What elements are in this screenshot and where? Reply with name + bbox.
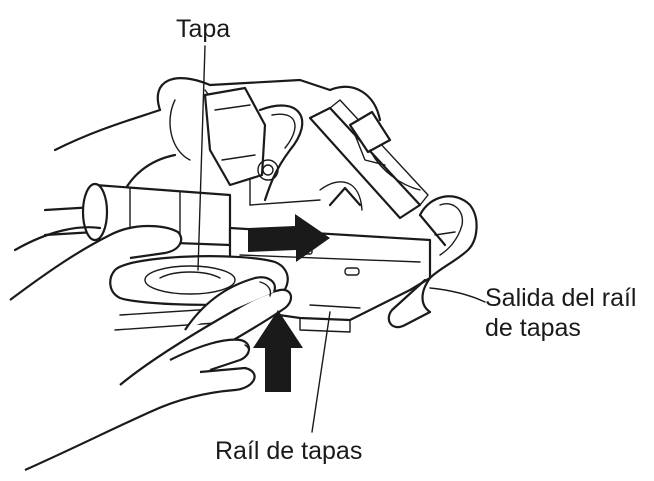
rail-exit bbox=[387, 195, 478, 329]
leader-cap-rail bbox=[311, 311, 331, 433]
rail-mechanism bbox=[308, 99, 429, 220]
cap-holder bbox=[203, 86, 279, 187]
leader-lines bbox=[197, 45, 486, 433]
hand-left bbox=[9, 224, 183, 301]
label-cap-rail: Raíl de tapas bbox=[215, 437, 363, 465]
label-cap: Tapa bbox=[176, 15, 231, 43]
label-rail-exit-line1: Salida del raíl bbox=[485, 284, 637, 312]
label-rail-exit-line2: de tapas bbox=[485, 314, 581, 342]
label-rail-exit: Salida del raíl de tapas bbox=[485, 283, 636, 343]
hand-right bbox=[24, 276, 293, 472]
arrow-up-icon bbox=[253, 310, 303, 392]
leader-cap bbox=[197, 45, 206, 271]
arrow-right-icon bbox=[248, 214, 330, 262]
leader-rail-exit bbox=[429, 287, 486, 303]
